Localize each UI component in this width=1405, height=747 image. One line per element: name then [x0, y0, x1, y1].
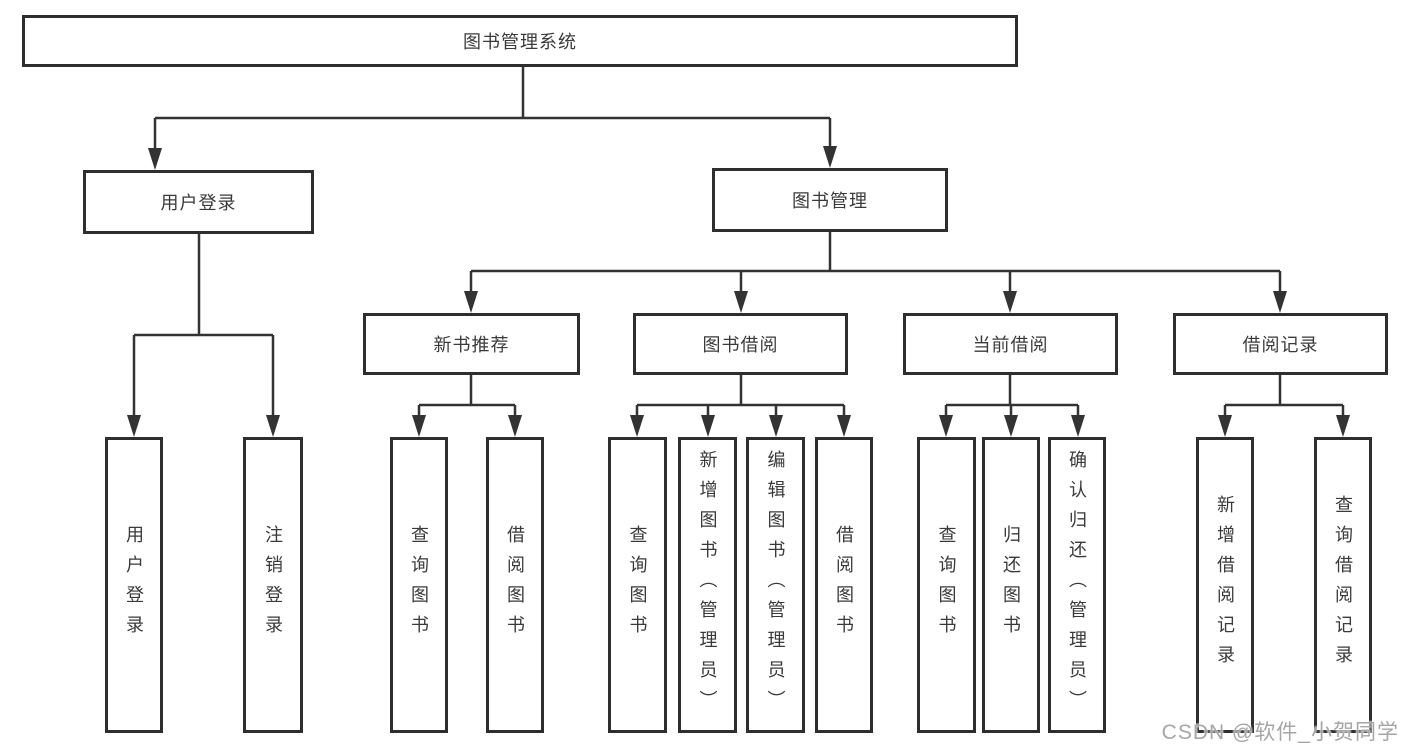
leaf-user-login-label: 用户登录: [124, 525, 144, 645]
node-current-borrow: 当前借阅: [903, 313, 1118, 375]
leaf-recommend-query-book-label: 查询图书: [409, 525, 429, 645]
node-book-management: 图书管理: [712, 168, 948, 232]
arrow-icon: [1003, 291, 1017, 313]
node-book-borrow: 图书借阅: [633, 313, 848, 375]
node-new-book-recommend-label: 新书推荐: [433, 335, 510, 355]
node-borrow-records-label: 借阅记录: [1242, 335, 1319, 355]
leaf-recommend-borrow-book: 借阅图书: [486, 437, 544, 733]
arrow-icon: [1218, 415, 1232, 437]
node-book-management-label: 图书管理: [792, 191, 868, 211]
arrow-icon: [1273, 291, 1287, 313]
leaf-borrow-book-label: 借阅图书: [834, 525, 854, 645]
leaf-borrow-book: 借阅图书: [815, 437, 873, 733]
node-book-borrow-label: 图书借阅: [702, 335, 779, 355]
leaf-add-borrow-record-label: 新增借阅记录: [1215, 495, 1235, 675]
arrow-icon: [1336, 415, 1350, 437]
arrow-icon: [464, 291, 478, 313]
leaf-edit-book-admin: 编辑图书（管理员）: [746, 437, 805, 733]
node-root: 图书管理系统: [22, 15, 1018, 67]
leaf-return-book: 归还图书: [982, 437, 1040, 733]
arrow-icon: [939, 415, 953, 437]
edge-newbook-to-leaves: [417, 375, 517, 421]
edge-borrowrecords-to-leaves: [1223, 375, 1345, 421]
watermark: CSDN @软件_小贺同学: [1161, 721, 1399, 744]
leaf-add-book-admin-label: 新增图书（管理员）: [697, 450, 718, 720]
leaf-confirm-return-admin: 确认归还（管理员）: [1048, 437, 1106, 733]
edge-bookborrow-to-leaves: [635, 375, 846, 421]
leaf-user-login: 用户登录: [105, 437, 163, 733]
leaf-logout: 注销登录: [243, 437, 303, 733]
leaf-query-borrow-record-label: 查询借阅记录: [1333, 495, 1353, 675]
leaf-current-query-book: 查询图书: [917, 437, 976, 733]
node-user-login-label: 用户登录: [160, 193, 237, 213]
arrow-icon: [630, 415, 644, 437]
arrow-icon: [412, 415, 426, 437]
leaf-add-book-admin: 新增图书（管理员）: [678, 437, 737, 733]
leaf-recommend-borrow-book-label: 借阅图书: [505, 525, 525, 645]
arrow-icon: [127, 415, 141, 437]
leaf-edit-book-admin-label: 编辑图书（管理员）: [765, 450, 786, 720]
node-new-book-recommend: 新书推荐: [363, 313, 580, 375]
node-root-label: 图书管理系统: [463, 32, 577, 52]
leaf-recommend-query-book: 查询图书: [390, 437, 448, 733]
leaf-confirm-return-admin-label: 确认归还（管理员）: [1067, 450, 1087, 720]
arrow-icon: [266, 415, 280, 437]
arrow-icon: [734, 291, 748, 313]
arrow-icon: [837, 415, 851, 437]
leaf-query-borrow-record: 查询借阅记录: [1314, 437, 1372, 733]
edge-bookmgmt-to-level3: [469, 232, 1282, 297]
leaf-logout-label: 注销登录: [263, 525, 283, 645]
leaf-current-query-book-label: 查询图书: [936, 525, 957, 645]
leaf-borrow-query-book: 查询图书: [608, 437, 667, 733]
leaf-return-book-label: 归还图书: [1001, 525, 1021, 645]
node-user-login: 用户登录: [83, 170, 314, 234]
arrow-icon: [1071, 415, 1085, 437]
arrow-icon: [701, 415, 715, 437]
node-current-borrow-label: 当前借阅: [972, 335, 1049, 355]
arrow-icon: [1004, 415, 1018, 437]
node-borrow-records: 借阅记录: [1173, 313, 1388, 375]
edge-userlogin-to-leaves: [132, 234, 275, 421]
edge-currentborrow-to-leaves: [944, 375, 1080, 421]
arrow-icon: [823, 146, 837, 168]
leaf-add-borrow-record: 新增借阅记录: [1196, 437, 1254, 733]
arrow-icon: [148, 148, 162, 170]
arrow-icon: [508, 415, 522, 437]
arrow-icon: [769, 415, 783, 437]
edge-root-to-level2: [153, 67, 832, 152]
leaf-borrow-query-book-label: 查询图书: [627, 525, 648, 645]
